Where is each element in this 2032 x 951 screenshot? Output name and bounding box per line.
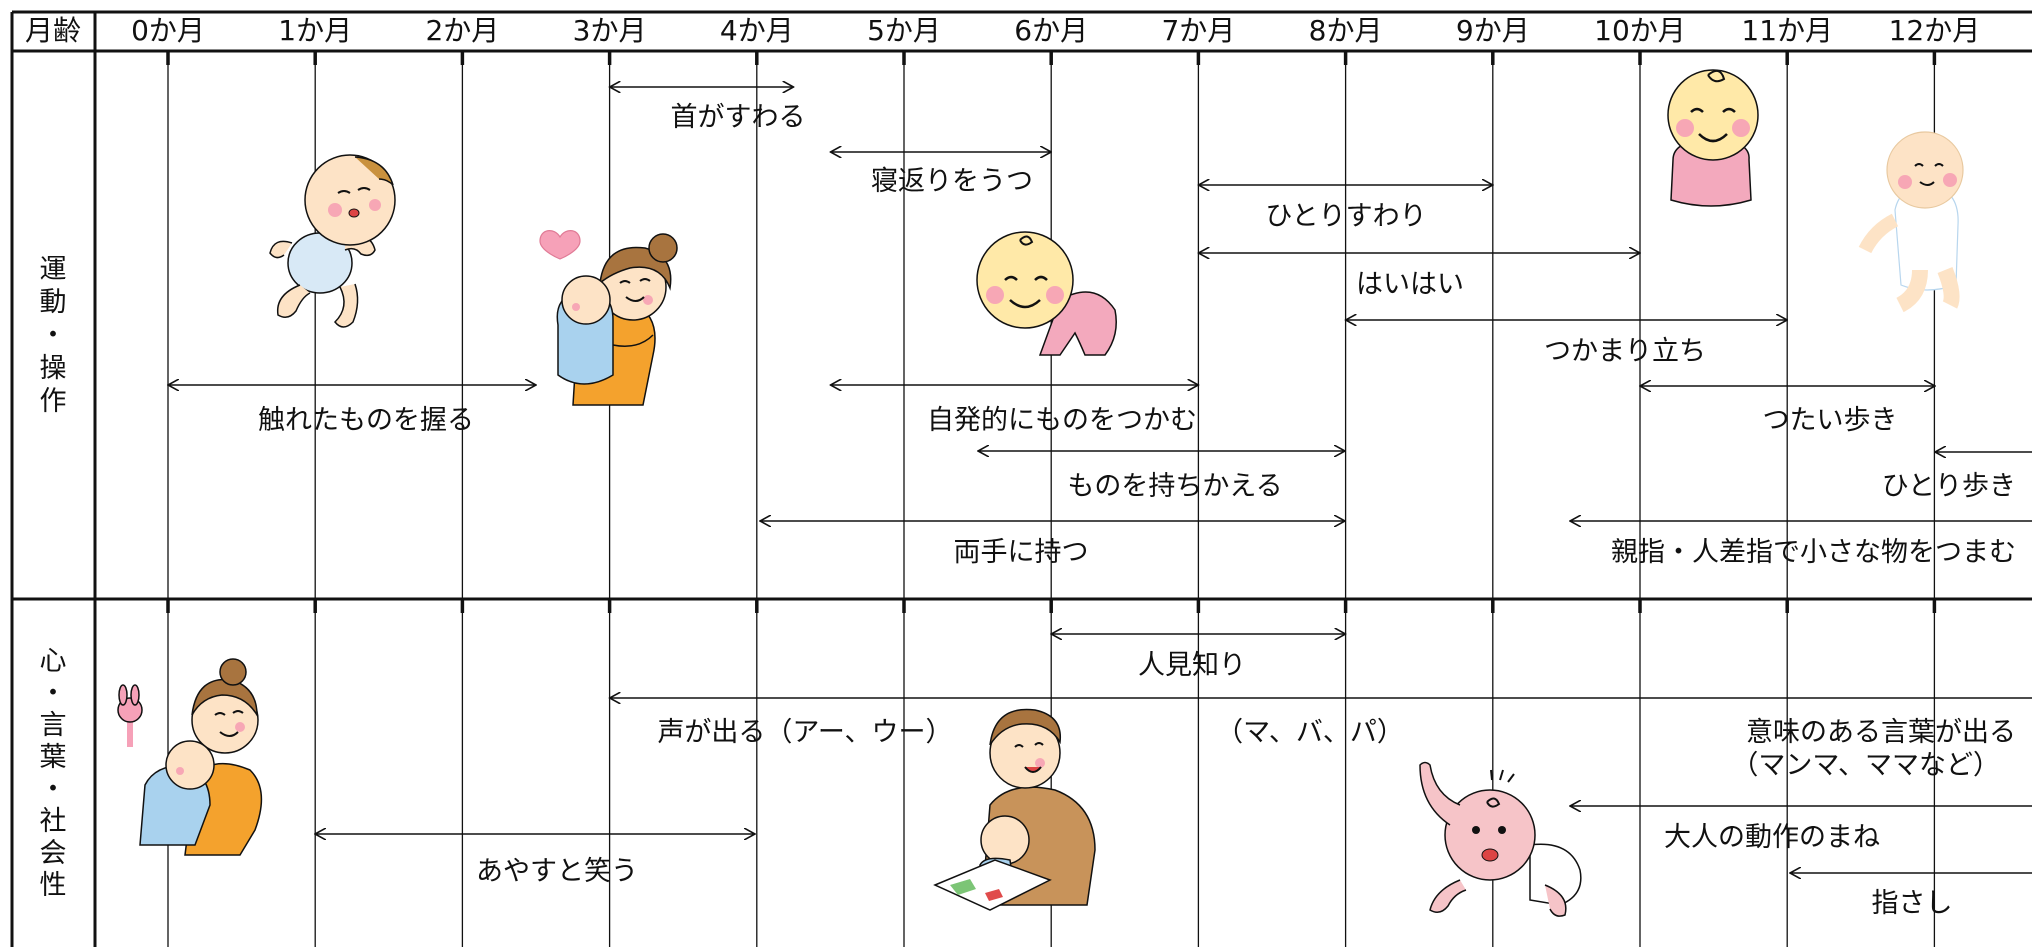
crawling-baby-icon: [976, 231, 1117, 356]
month-header: 12か月: [1889, 14, 1981, 47]
milestone-label-stranger-anxiety: 人見知り: [1138, 650, 1246, 681]
sitting-baby-icon: [1667, 69, 1759, 207]
month-header: 11か月: [1741, 14, 1833, 47]
milestone-label-cruising: つたい歩き: [1763, 405, 1898, 436]
milestone-label-voluntary-grasp: 自発的にものをつかむ: [927, 405, 1197, 436]
section-label-char: 会: [40, 838, 67, 869]
milestone-label-pincer: 親指・人差指で小さな物をつまむ: [1611, 537, 2016, 568]
milestone-label-grasp-touched: 触れたものを握る: [258, 405, 474, 436]
section-label-motor: 運動・操作: [40, 254, 67, 417]
pointing-baby-icon: [1419, 761, 1582, 917]
month-header: 0か月: [131, 14, 205, 47]
section-label-char: 言: [40, 710, 67, 741]
milestone-label-meaningful-words: 意味のある言葉が出る: [1746, 717, 2016, 748]
month-header: 10か月: [1594, 14, 1686, 47]
month-header: 3か月: [573, 14, 647, 47]
section-label-char: 性: [40, 870, 67, 901]
milestone-label-pointing: 指さし: [1872, 888, 1953, 919]
milestone-label-smile-when-cooed: あやすと笑う: [476, 856, 638, 887]
section-label-char: ・: [40, 678, 67, 709]
milestone-label-walking: ひとり歩き: [1882, 471, 2016, 502]
milestone-label-babbling: （マ、バ、パ）: [1216, 717, 1404, 748]
section-label-char: 操: [40, 353, 67, 384]
month-header: 7か月: [1161, 14, 1235, 47]
milestone-label-crawling: はいはい: [1356, 269, 1464, 300]
month-header: 5か月: [867, 14, 941, 47]
section-label-char: 動: [40, 287, 67, 318]
father-reading-icon: [933, 708, 1096, 911]
milestone-label-two-hands: 両手に持つ: [954, 537, 1089, 568]
month-header: 8か月: [1309, 14, 1383, 47]
month-header: 2か月: [425, 14, 499, 47]
month-header: 9か月: [1456, 14, 1530, 47]
milestone-label-transfer-objects: ものを持ちかえる: [1067, 471, 1282, 502]
milestone-arrows: [168, 87, 2032, 873]
section-label-char: 葉: [40, 742, 67, 773]
walking-baby-icon: [1858, 131, 1964, 313]
milestone-label-rolling-over: 寝返りをうつ: [871, 166, 1033, 197]
month-header: 6か月: [1014, 14, 1088, 47]
milestone-label-imitation: 大人の動作のまね: [1664, 822, 1880, 853]
mother-rattle-icon: [117, 658, 263, 856]
milestone-label-vocalizing: 声が出る（アー、ウー）: [657, 717, 952, 748]
section-label-social: 心・言葉・社会性: [40, 646, 67, 901]
milestone-label-pulling-up: つかまり立ち: [1544, 336, 1706, 367]
month-headers: 0か月 1か月 2か月 3か月 4か月 5か月 6か月 7か月 8か月 9か月 10か月 11か月 12…: [131, 14, 1980, 47]
section-label-char: 運: [40, 254, 67, 285]
section-label-char: ・: [40, 320, 67, 351]
section-label-char: ・: [40, 774, 67, 805]
section-label-char: 作: [40, 386, 67, 417]
month-header: 1か月: [278, 14, 352, 47]
age-header: 月齢: [25, 14, 81, 47]
section-label-char: 心: [40, 646, 67, 677]
baby-lying-icon: [269, 154, 396, 328]
section-label-char: 社: [40, 806, 67, 837]
milestone-label-sitting: ひとりすわり: [1265, 201, 1426, 232]
table-frame: [10, 10, 2032, 947]
milestone-label-meaningful-words-examples: （マンマ、ママなど）: [1731, 750, 2000, 781]
mother-holding-baby-icon: [539, 230, 678, 406]
milestone-label-head-control: 首がすわる: [671, 102, 806, 133]
month-header: 4か月: [720, 14, 794, 47]
